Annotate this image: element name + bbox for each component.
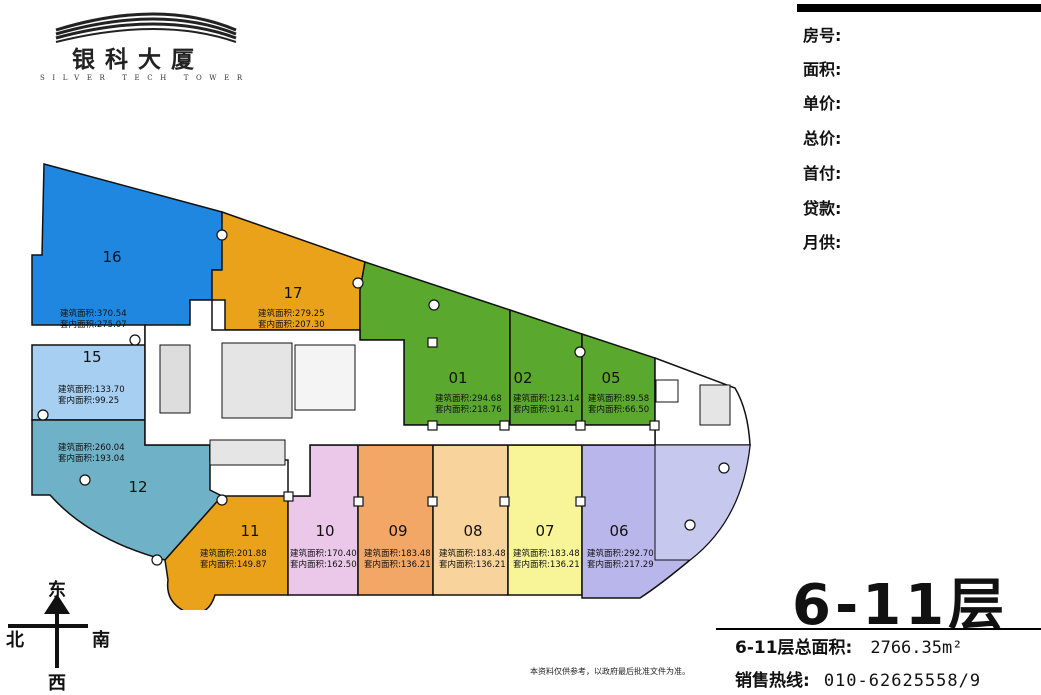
total-area: 6-11层总面积: 2766.35m²	[735, 633, 962, 658]
room-number-09: 09	[388, 522, 407, 540]
room-net-area-10: 套内面积:162.50	[290, 559, 357, 570]
room-gross-area-02: 建筑面积:123.14	[513, 393, 580, 404]
room-net-area-06: 套内面积:217.29	[587, 559, 654, 570]
restrooms	[294, 344, 356, 411]
room-09[interactable]	[357, 444, 434, 596]
stair-east	[699, 384, 731, 426]
field-down-payment: 首付:	[803, 164, 842, 183]
room-number-11: 11	[240, 522, 259, 540]
sales-hotline: 销售热线: 010-62625558/9	[735, 666, 981, 691]
field-monthly-payment: 月供:	[803, 233, 842, 252]
room-number-06: 06	[609, 522, 628, 540]
room-number-15: 15	[82, 348, 101, 366]
room-gross-area-10: 建筑面积:170.40	[290, 548, 357, 559]
room-number-01: 01	[448, 369, 467, 387]
room-gross-area-08: 建筑面积:183.48	[439, 548, 506, 559]
compass-arrow-icon	[8, 594, 88, 668]
compass: 东 北 南 西	[0, 570, 120, 695]
stairwell	[221, 342, 293, 419]
logo-name-cn: 银科大厦	[72, 46, 204, 73]
elevator-bank-south	[209, 439, 286, 466]
elevator-east	[655, 379, 679, 403]
elevator-bank-west	[159, 344, 191, 414]
header-bar	[797, 4, 1041, 12]
room-number-02: 02	[513, 369, 532, 387]
room-number-12: 12	[128, 478, 147, 496]
room-gross-area-17: 建筑面积:279.25	[258, 308, 325, 319]
room-gross-area-01: 建筑面积:294.68	[435, 393, 502, 404]
logo	[40, 0, 270, 95]
room-12[interactable]	[31, 419, 224, 561]
field-area: 面积:	[803, 60, 842, 79]
room-net-area-02: 套内面积:91.41	[513, 404, 574, 415]
room-08[interactable]	[432, 444, 509, 596]
room-number-07: 07	[535, 522, 554, 540]
field-room-number: 房号:	[803, 26, 842, 45]
room-number-16: 16	[102, 248, 121, 266]
room-gross-area-12: 建筑面积:260.04	[58, 442, 125, 453]
room-06-east-zone	[654, 444, 751, 561]
room-gross-area-05: 建筑面积:89.58	[588, 393, 649, 404]
compass-north: 北	[6, 630, 24, 651]
room-number-08: 08	[463, 522, 482, 540]
hotline-value: 010-62625558/9	[823, 671, 982, 691]
room-net-area-12: 套内面积:193.04	[58, 453, 125, 464]
columns	[37, 229, 730, 566]
room-net-area-09: 套内面积:136.21	[364, 559, 431, 570]
floor-title: 6-11层	[792, 573, 1009, 638]
room-net-area-11: 套内面积:149.87	[200, 559, 267, 570]
floor-plan: 10建筑面积:170.40套内面积:162.5011建筑面积:201.88套内面…	[31, 163, 751, 610]
room-number-10: 10	[315, 522, 334, 540]
compass-east: 东	[48, 580, 66, 601]
field-unit-price: 单价:	[803, 94, 842, 113]
room-net-area-01: 套内面积:218.76	[435, 404, 502, 415]
room-gross-area-06: 建筑面积:292.70	[587, 548, 654, 559]
room-gross-area-11: 建筑面积:201.88	[200, 548, 267, 559]
room-number-05: 05	[601, 369, 620, 387]
compass-south: 南	[92, 630, 110, 651]
total-area-value: 2766.35m²	[870, 638, 963, 658]
room-gross-area-15: 建筑面积:133.70	[58, 384, 125, 395]
room-net-area-05: 套内面积:66.50	[588, 404, 649, 415]
logo-arcs-icon	[55, 12, 237, 43]
disclaimer: 本资料仅供参考，以政府最后批准文件为准。	[530, 667, 690, 676]
hotline-label: 销售热线:	[735, 671, 810, 691]
room-net-area-07: 套内面积:136.21	[513, 559, 580, 570]
room-gross-area-16: 建筑面积:370.54	[60, 308, 127, 319]
compass-west: 西	[48, 673, 66, 694]
room-07[interactable]	[507, 444, 583, 596]
field-total-price: 总价:	[803, 129, 842, 148]
field-loan: 贷款:	[803, 199, 842, 218]
logo-name-en: SILVER TECH TOWER	[40, 74, 250, 82]
room-gross-area-09: 建筑面积:183.48	[364, 548, 431, 559]
room-net-area-16: 套内面积:275.07	[60, 319, 127, 330]
room-net-area-15: 套内面积:99.25	[58, 395, 119, 406]
room-net-area-08: 套内面积:136.21	[439, 559, 506, 570]
room-number-17: 17	[283, 284, 302, 302]
room-gross-area-07: 建筑面积:183.48	[513, 548, 580, 559]
total-area-label: 6-11层总面积:	[735, 638, 853, 658]
room-net-area-17: 套内面积:207.30	[258, 319, 325, 330]
room-11[interactable]	[164, 495, 289, 610]
divider	[716, 628, 1041, 630]
